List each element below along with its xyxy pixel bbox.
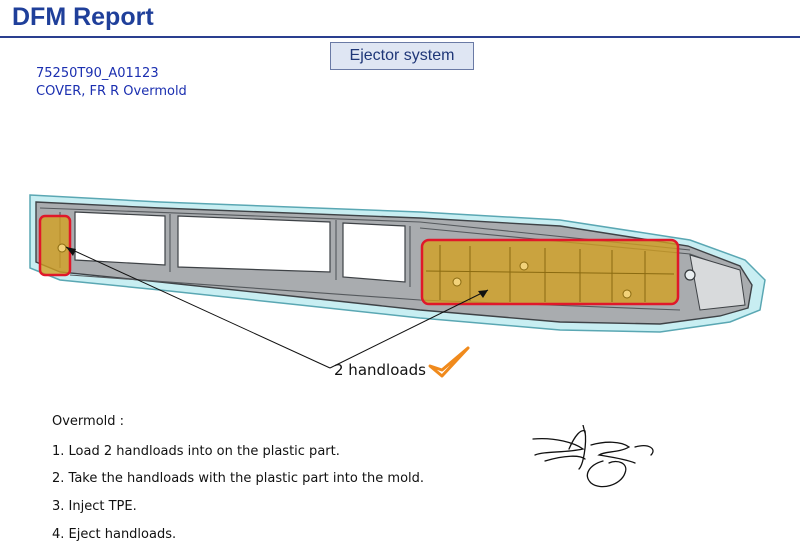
handwritten-signature bbox=[532, 425, 654, 488]
handload-left bbox=[38, 214, 72, 277]
handload-right-pins bbox=[452, 261, 632, 299]
checkmark-icon bbox=[428, 346, 470, 378]
window-openings bbox=[74, 211, 406, 283]
handload-right-grid bbox=[425, 245, 675, 302]
part-figure bbox=[29, 194, 766, 369]
part-number: 75250T90_A01123 bbox=[36, 66, 159, 81]
instruction-step: 1. Load 2 handloads into on the plastic … bbox=[52, 444, 340, 459]
callout-leaders bbox=[65, 246, 489, 369]
instructions-heading: Overmold : bbox=[52, 414, 125, 429]
handloads-callout: 2 handloads bbox=[334, 361, 426, 379]
instruction-step: 3. Inject TPE. bbox=[52, 499, 137, 514]
title-divider bbox=[0, 36, 800, 38]
section-label: Ejector system bbox=[330, 42, 474, 70]
instruction-step: 2. Take the handloads with the plastic p… bbox=[52, 471, 425, 486]
end-pocket bbox=[689, 254, 746, 311]
handload-left-pin bbox=[57, 243, 67, 253]
instruction-step: 4. Eject handloads. bbox=[52, 527, 177, 542]
callout-arrowheads bbox=[66, 247, 488, 298]
part-name: COVER, FR R Overmold bbox=[36, 84, 187, 99]
end-screw bbox=[684, 269, 696, 281]
report-title: DFM Report bbox=[12, 3, 154, 31]
